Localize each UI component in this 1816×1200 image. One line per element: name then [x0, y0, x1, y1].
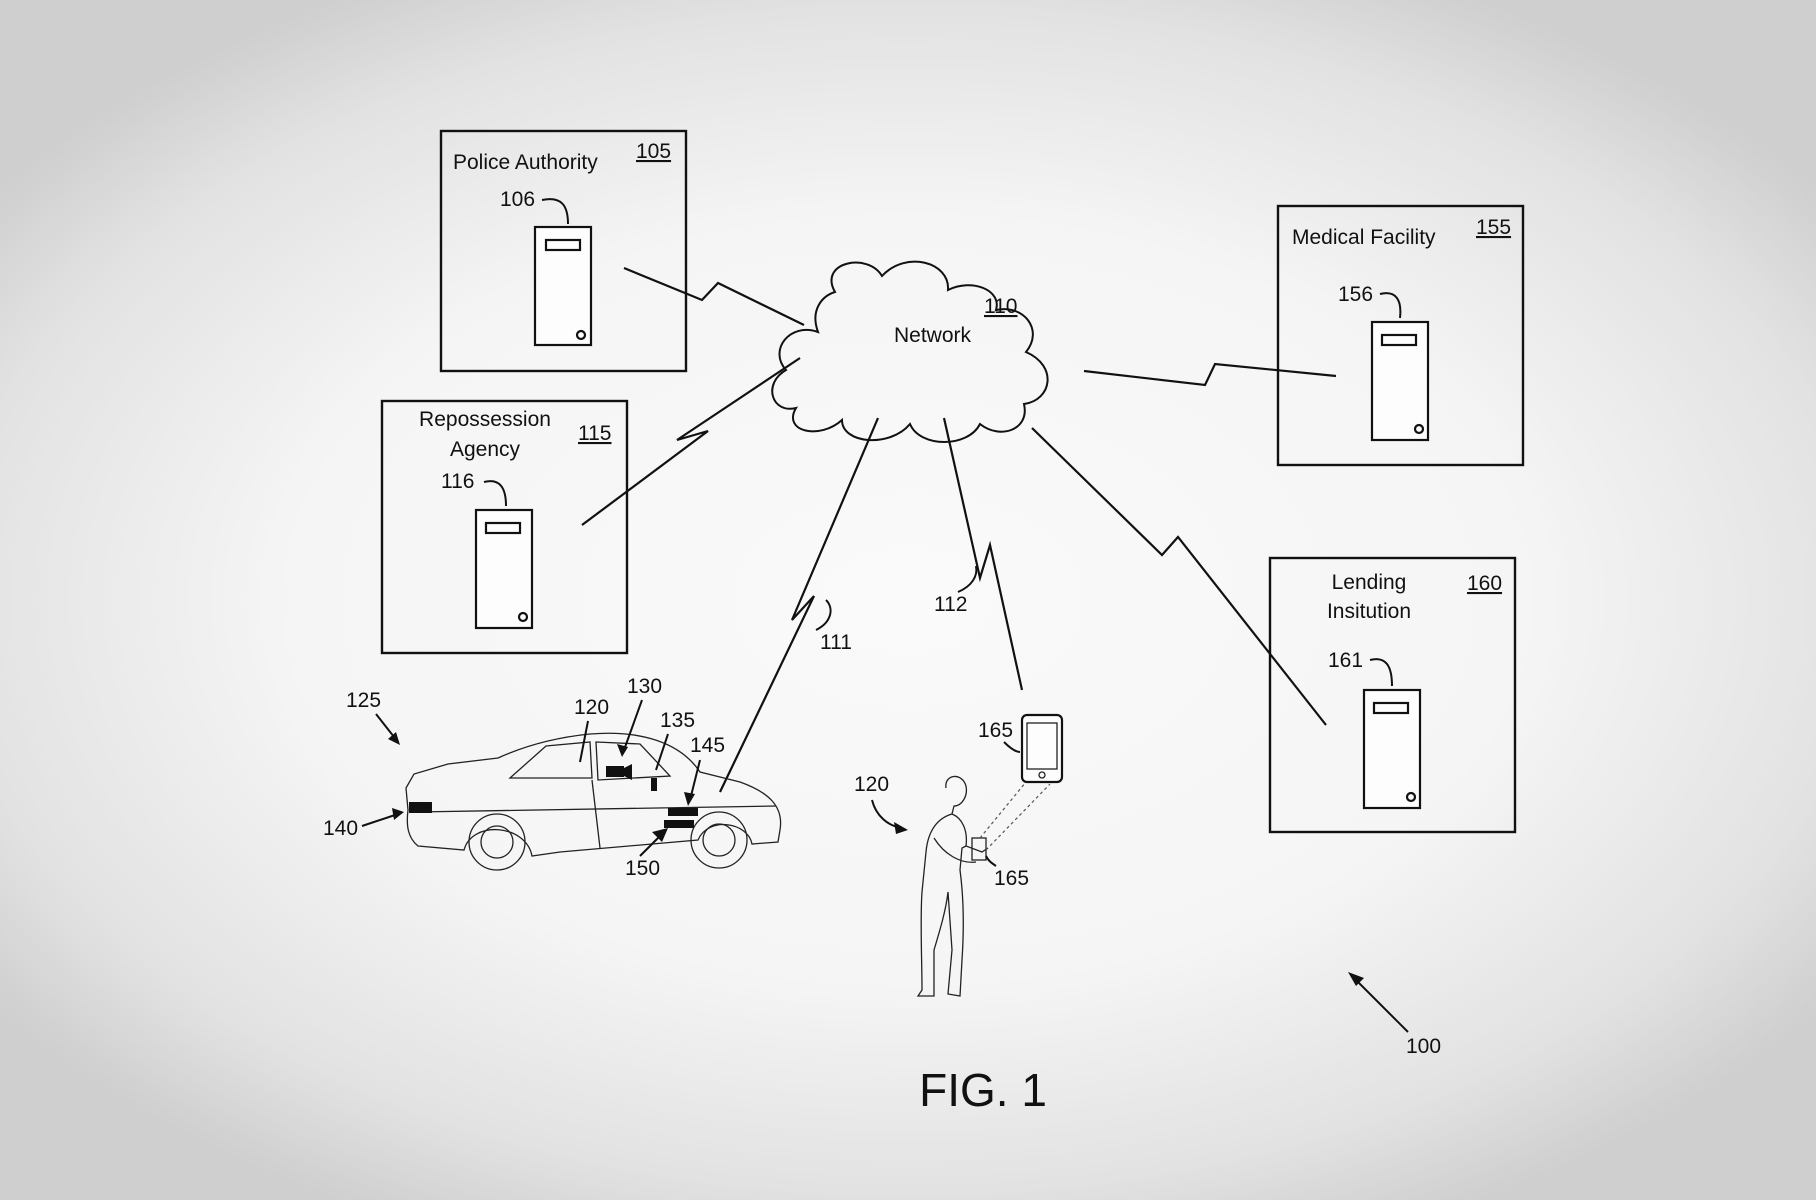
system-ref-label: 100 — [1406, 1035, 1441, 1058]
handheld-device — [971, 837, 987, 861]
police-server-icon — [533, 225, 593, 347]
police-authority-node: Police Authority 105 106 — [439, 129, 688, 373]
vehicle-sensor-135 — [651, 778, 657, 791]
vehicle-callout-140: 140 — [323, 817, 358, 840]
repossession-ref: 115 — [578, 422, 611, 445]
lending-server-ref: 161 — [1328, 649, 1363, 672]
police-authority-label: Police Authority — [453, 151, 598, 174]
lending-institution-node: Lending Insitution 160 161 — [1268, 556, 1517, 834]
vehicle-link-ref: 111 — [820, 631, 852, 654]
system-ref-arrow — [1353, 977, 1409, 1033]
vehicle-callout-130: 130 — [627, 675, 662, 698]
vehicle-module-150 — [664, 820, 694, 828]
link-lending-network — [1031, 427, 1327, 726]
vehicle-front-window — [595, 741, 672, 781]
smartphone-icon — [1020, 713, 1064, 784]
lending-label-line1: Lending — [1332, 571, 1407, 594]
vehicle-ref: 125 — [346, 689, 381, 712]
person-user: 120 165 165 — [854, 713, 1064, 997]
vehicle-callout-145: 145 — [690, 734, 725, 757]
link-vehicle-network — [719, 417, 880, 793]
lending-server-icon — [1362, 688, 1422, 810]
repossession-server-leader — [483, 480, 507, 507]
phone-link-ref: 112 — [934, 593, 967, 616]
vehicle-module-140 — [409, 802, 432, 813]
smartphone-ref: 165 — [978, 719, 1013, 742]
vehicle-body — [405, 732, 782, 857]
vehicle-rear-wheel — [468, 813, 526, 871]
repossession-server-ref: 116 — [441, 470, 474, 493]
system-ref-100: 100 — [1348, 972, 1441, 1058]
lending-label-line2: Insitution — [1327, 600, 1411, 623]
vehicle-callout-150: 150 — [625, 857, 660, 880]
vehicle-camera-130 — [606, 766, 624, 777]
vehicle-module-145 — [668, 808, 698, 816]
medical-facility-box — [1276, 204, 1525, 467]
network-ref: 110 — [984, 295, 1017, 318]
repossession-server-icon — [474, 508, 534, 630]
police-server-ref: 106 — [500, 188, 535, 211]
network-label: Network — [894, 324, 972, 347]
vehicle-link-leader — [815, 599, 832, 631]
police-authority-box — [439, 129, 688, 373]
repossession-label-line2: Agency — [450, 438, 521, 461]
vehicle: 125 120 130 135 145 140 150 — [323, 675, 782, 880]
link-police-network — [623, 266, 805, 326]
link-medical-network — [1083, 362, 1337, 387]
medical-server-leader — [1379, 292, 1402, 319]
medical-facility-ref: 155 — [1476, 216, 1511, 239]
link-repossession-network — [581, 357, 801, 526]
vehicle-door-line — [591, 779, 601, 849]
repossession-label-line1: Repossession — [419, 408, 551, 431]
vehicle-side-crease — [415, 805, 777, 813]
sight-line-2 — [985, 783, 1051, 851]
network-cloud: Network 110 — [771, 260, 1049, 443]
lending-ref: 160 — [1467, 572, 1502, 595]
handheld-ref: 165 — [994, 867, 1029, 890]
sight-line-1 — [979, 781, 1027, 839]
vehicle-rear-window — [508, 741, 593, 779]
repossession-agency-node: Repossession Agency 115 116 — [380, 399, 629, 655]
vehicle-callout-135: 135 — [660, 709, 695, 732]
medical-facility-node: Medical Facility 155 156 — [1276, 204, 1525, 467]
vehicle-front-wheel — [690, 811, 748, 869]
link-phone-network — [942, 417, 1024, 691]
cloud-outline — [771, 260, 1049, 443]
medical-server-icon — [1370, 320, 1430, 442]
repossession-agency-box — [380, 399, 629, 655]
police-authority-ref: 105 — [636, 140, 671, 163]
vehicle-callout-120: 120 — [574, 696, 609, 719]
figure-caption: FIG. 1 — [919, 1064, 1047, 1116]
phone-link-leader — [957, 565, 978, 593]
person-ref: 120 — [854, 773, 889, 796]
lending-server-leader — [1369, 658, 1393, 687]
medical-facility-label: Medical Facility — [1292, 226, 1436, 249]
police-server-leader — [541, 198, 569, 225]
person-ref-leader — [871, 799, 903, 829]
medical-server-ref: 156 — [1338, 283, 1373, 306]
person-figure — [916, 775, 989, 997]
lending-institution-box — [1268, 556, 1517, 834]
